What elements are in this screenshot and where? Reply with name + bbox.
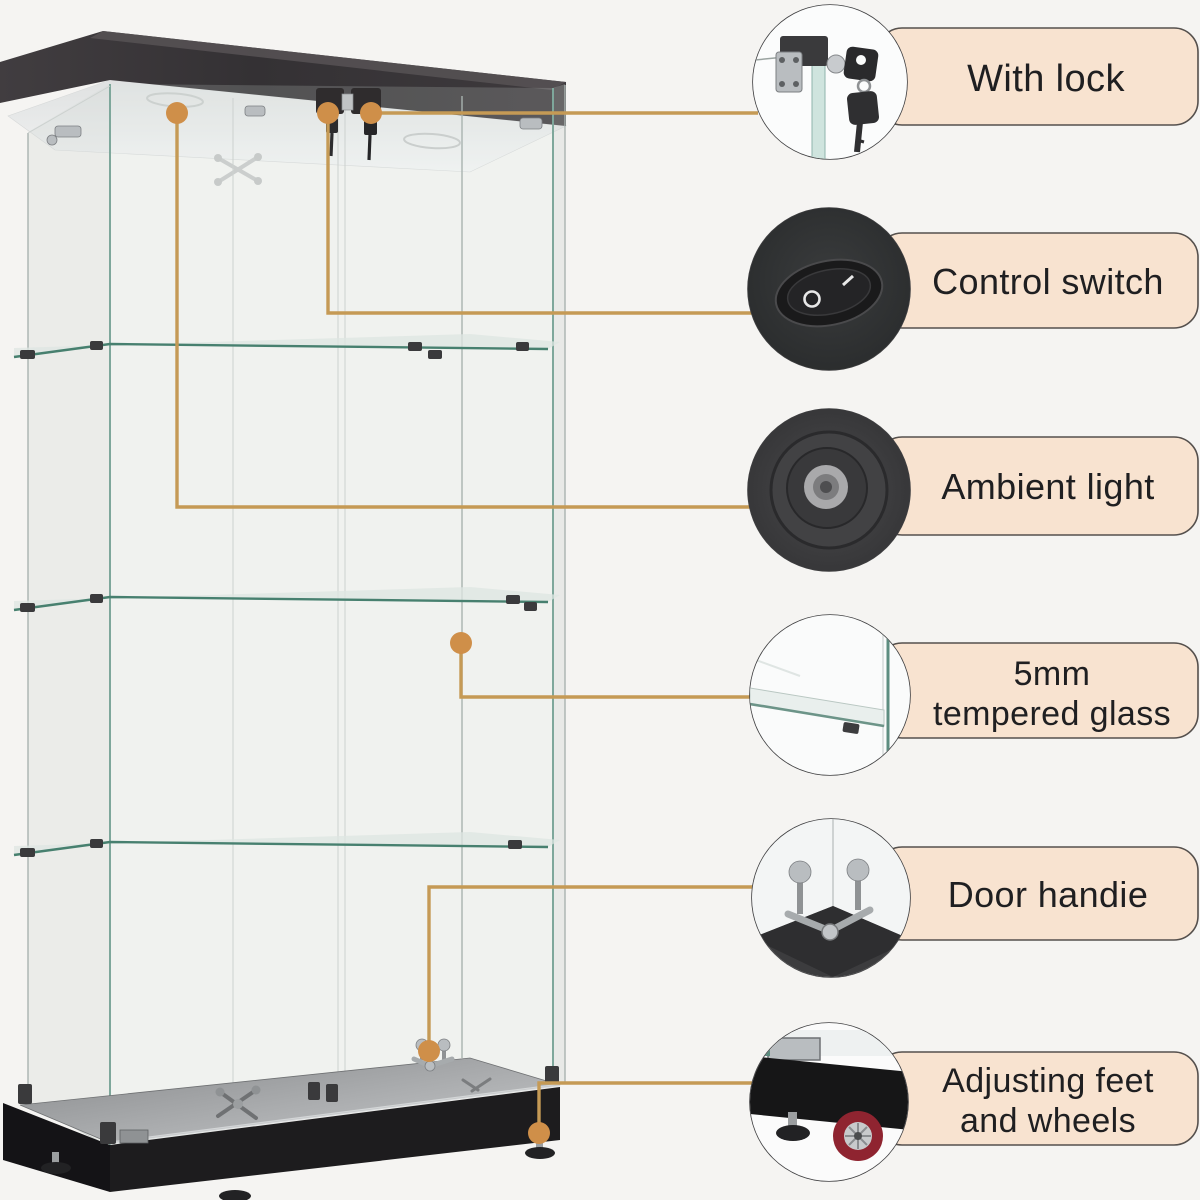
label-ambient-light-text: Ambient light — [941, 466, 1154, 507]
ceiling-light-ring-right — [403, 132, 461, 150]
glass-shelf-corner-icon — [750, 615, 910, 775]
label-adjusting-feet: Adjusting feet and wheels — [877, 1051, 1199, 1146]
lock-and-keys-icon — [753, 5, 907, 159]
label-adjusting-feet-line1: Adjusting feet — [942, 1062, 1154, 1100]
thumb-door-handle — [751, 818, 911, 978]
connector-adjusting-feet — [528, 1081, 753, 1144]
foot-and-wheel-icon — [750, 1023, 908, 1181]
callout-connectors — [166, 102, 758, 1144]
glass-front-pane — [110, 84, 553, 1147]
connector-door-handle — [418, 885, 753, 1062]
floor-cross-support — [215, 1085, 261, 1120]
label-control-switch-text: Control switch — [932, 261, 1164, 302]
plinth-base — [3, 1057, 561, 1200]
thumb-ambient-light — [747, 408, 911, 572]
ceiling-cross-support — [214, 153, 262, 186]
plinth-front-face — [110, 1087, 560, 1192]
cabinet-ceiling-panel — [7, 79, 568, 173]
label-control-switch: Control switch — [877, 232, 1199, 329]
label-door-handle-text: Door handie — [948, 874, 1149, 915]
cabinet-top-cap-topface — [90, 31, 566, 90]
label-with-lock: With lock — [877, 27, 1199, 126]
label-door-handle: Door handie — [877, 846, 1199, 941]
connector-with-lock — [360, 102, 758, 124]
thumb-control-switch — [747, 207, 911, 371]
label-tempered-glass-line2: tempered glass — [933, 695, 1171, 733]
thumb-tempered-glass — [749, 614, 911, 776]
door-handles-icon — [752, 819, 910, 977]
plinth-left-face — [3, 1103, 110, 1192]
thumb-with-lock — [752, 4, 908, 160]
thumb-adjusting-feet — [749, 1022, 909, 1182]
glass-left-pane — [28, 84, 110, 1147]
glass-shelves — [13, 334, 560, 857]
label-tempered-glass-line1: 5mm — [1014, 655, 1091, 693]
connector-tempered-glass — [450, 632, 751, 699]
label-with-lock-text: With lock — [967, 58, 1125, 100]
callout-labels: With lock Control switch Ambient light 5… — [877, 27, 1199, 1146]
round-spotlight-icon — [748, 409, 910, 571]
connector-control-switch — [317, 102, 754, 315]
callout-thumbnails — [747, 4, 911, 1182]
glass-right-pane — [553, 84, 565, 1082]
label-ambient-light: Ambient light — [877, 436, 1199, 536]
label-tempered-glass: 5mm tempered glass — [877, 642, 1199, 739]
cabinet-illustration — [0, 31, 568, 1200]
rocker-switch-icon — [748, 208, 910, 370]
adjustable-feet — [41, 1138, 555, 1200]
label-adjusting-feet-line2: and wheels — [960, 1102, 1136, 1140]
connector-ambient-light — [166, 102, 751, 509]
upper-corner-hardware — [46, 105, 543, 146]
cabinet-top-cap — [0, 31, 566, 126]
